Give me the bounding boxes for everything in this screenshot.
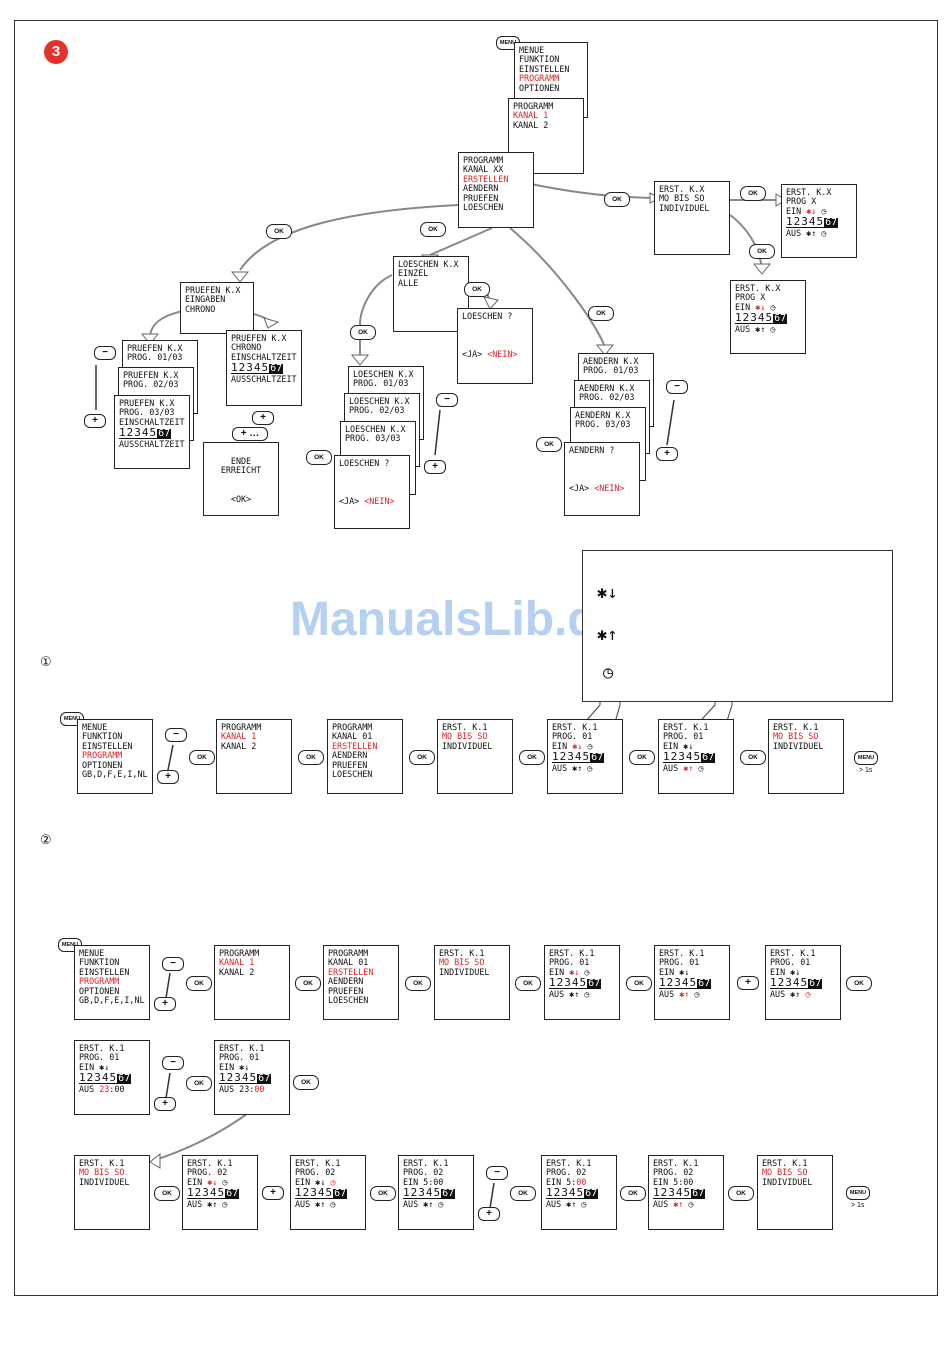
screen-programm-kanal01: PROGRAMM KANAL 01 ERSTELLEN AENDERN PRUE… <box>327 719 403 794</box>
ok-button[interactable]: OK <box>350 325 376 340</box>
minus-button[interactable]: − <box>436 393 458 407</box>
screen-erst-k1: ERST. K.1 MO BIS SO INDIVIDUEL <box>434 945 510 1020</box>
ok-button[interactable]: OK <box>515 976 541 991</box>
ok-button[interactable]: OK <box>154 1186 180 1201</box>
screen-erst-k1: ERST. K.1 MO BIS SO INDIVIDUEL <box>437 719 513 794</box>
ok-button[interactable]: OK <box>846 976 872 991</box>
screen-erst-k1-return: ERST. K.1 MO BIS SO INDIVIDUEL <box>74 1155 150 1230</box>
plus-button[interactable]: + <box>478 1207 500 1221</box>
section-2-marker: ② <box>40 833 52 848</box>
watermark: ManualsLib.de <box>290 593 624 646</box>
figure-number-badge: 3 <box>44 40 68 64</box>
ok-button[interactable]: OK <box>510 1186 536 1201</box>
screen-loeschen-alle-confirm: LOESCHEN ? <JA> <NEIN> <box>457 308 533 384</box>
minus-button[interactable]: − <box>162 1056 184 1070</box>
hold-label: > 1s <box>859 767 873 774</box>
plus-button[interactable]: + <box>157 770 179 784</box>
ok-button[interactable]: OK <box>740 186 766 201</box>
symbol-legend-box: ✱↓ ✱↑ ◷ <box>582 550 893 702</box>
ok-button[interactable]: OK <box>588 306 614 321</box>
ok-button[interactable]: OK <box>298 750 324 765</box>
ok-button[interactable]: OK <box>519 750 545 765</box>
ok-button[interactable]: OK <box>189 750 215 765</box>
plus-button[interactable]: + <box>737 976 759 990</box>
ok-button[interactable]: OK <box>186 976 212 991</box>
screen-erst-kx: ERST. K.X MO BIS SO INDIVIDUEL <box>654 181 730 255</box>
screen-loeschen: LOESCHEN K.X EINZEL ALLE <box>393 256 469 332</box>
screen-loeschen-confirm: LOESCHEN ? <JA> <NEIN> <box>334 455 410 529</box>
sun-up-icon: ✱↑ <box>597 625 618 645</box>
plus-more-button[interactable]: + … <box>232 427 268 441</box>
menu-button[interactable]: MENU <box>854 751 878 765</box>
screen-erst-prog-2: ERST. K.X PROG X EIN ✱↓ ◷ 1234567 AUS ✱↑… <box>730 280 806 354</box>
ok-button[interactable]: OK <box>536 437 562 452</box>
clock-icon: ◷ <box>603 663 614 683</box>
section-1-marker: ① <box>40 655 52 670</box>
ok-button[interactable]: OK <box>620 1186 646 1201</box>
ok-button[interactable]: OK <box>405 976 431 991</box>
plus-button[interactable]: + <box>424 460 446 474</box>
screen-programm-kanal: PROGRAMM KANAL 1 KANAL 2 <box>216 719 292 794</box>
plus-button[interactable]: + <box>262 1186 284 1200</box>
screen-pruefen: PRUEFEN K.X EINGABEN CHRONO <box>180 282 254 334</box>
ok-button[interactable]: OK <box>604 192 630 207</box>
menu-button[interactable]: MENU <box>846 1186 870 1200</box>
screen-erst-k1-end: ERST. K.1 MO BIS SO INDIVIDUEL <box>757 1155 833 1230</box>
hold-label: > 1s <box>851 1202 865 1209</box>
ok-button[interactable]: OK <box>306 450 332 465</box>
ok-button[interactable]: OK <box>749 244 775 259</box>
ok-button[interactable]: OK <box>295 976 321 991</box>
screen-pruefen-prog-03: PRUEFEN K.X PROG. 03/03 EINSCHALTZEIT 12… <box>114 395 190 469</box>
plus-button[interactable]: + <box>252 411 274 425</box>
minus-button[interactable]: − <box>94 346 116 360</box>
minus-button[interactable]: − <box>162 957 184 971</box>
screen-aendern-confirm: AENDERN ? <JA> <NEIN> <box>564 442 640 516</box>
screen-erst-k1-end: ERST. K.1 MO BIS SO INDIVIDUEL <box>768 719 844 794</box>
screen-programm-main: PROGRAMM KANAL XX ERSTELLEN AENDERN PRUE… <box>458 152 534 228</box>
ok-button[interactable]: OK <box>186 1076 212 1091</box>
ok-button[interactable]: OK <box>409 750 435 765</box>
screen-programm-kanal: PROGRAMM KANAL 1 KANAL 2 <box>214 945 290 1020</box>
screen-erst-prog: ERST. K.X PROG X EIN ✱↓ ◷ 1234567 AUS ✱↑… <box>781 184 857 258</box>
ok-button[interactable]: OK <box>740 750 766 765</box>
minus-button[interactable]: − <box>486 1166 508 1180</box>
ok-button[interactable]: OK <box>420 222 446 237</box>
ok-button[interactable]: OK <box>626 976 652 991</box>
plus-button[interactable]: + <box>154 997 176 1011</box>
figure-frame <box>14 20 938 1296</box>
ok-button[interactable]: OK <box>266 224 292 239</box>
screen-programm-kanal01: PROGRAMM KANAL 01 ERSTELLEN AENDERN PRUE… <box>323 945 399 1020</box>
screen-pruefen-chrono: PRUEFEN K.X CHRONO EINSCHALTZEIT 1234567… <box>226 330 302 406</box>
ok-button[interactable]: OK <box>464 282 490 297</box>
plus-button[interactable]: + <box>154 1097 176 1111</box>
minus-button[interactable]: − <box>165 728 187 742</box>
plus-button[interactable]: + <box>84 414 106 428</box>
minus-button[interactable]: − <box>666 380 688 394</box>
sun-down-icon: ✱↓ <box>597 583 618 603</box>
ok-button[interactable]: OK <box>370 1186 396 1201</box>
ok-button[interactable]: OK <box>728 1186 754 1201</box>
plus-button[interactable]: + <box>656 447 678 461</box>
ok-button[interactable]: OK <box>293 1075 319 1090</box>
ok-button[interactable]: OK <box>629 750 655 765</box>
